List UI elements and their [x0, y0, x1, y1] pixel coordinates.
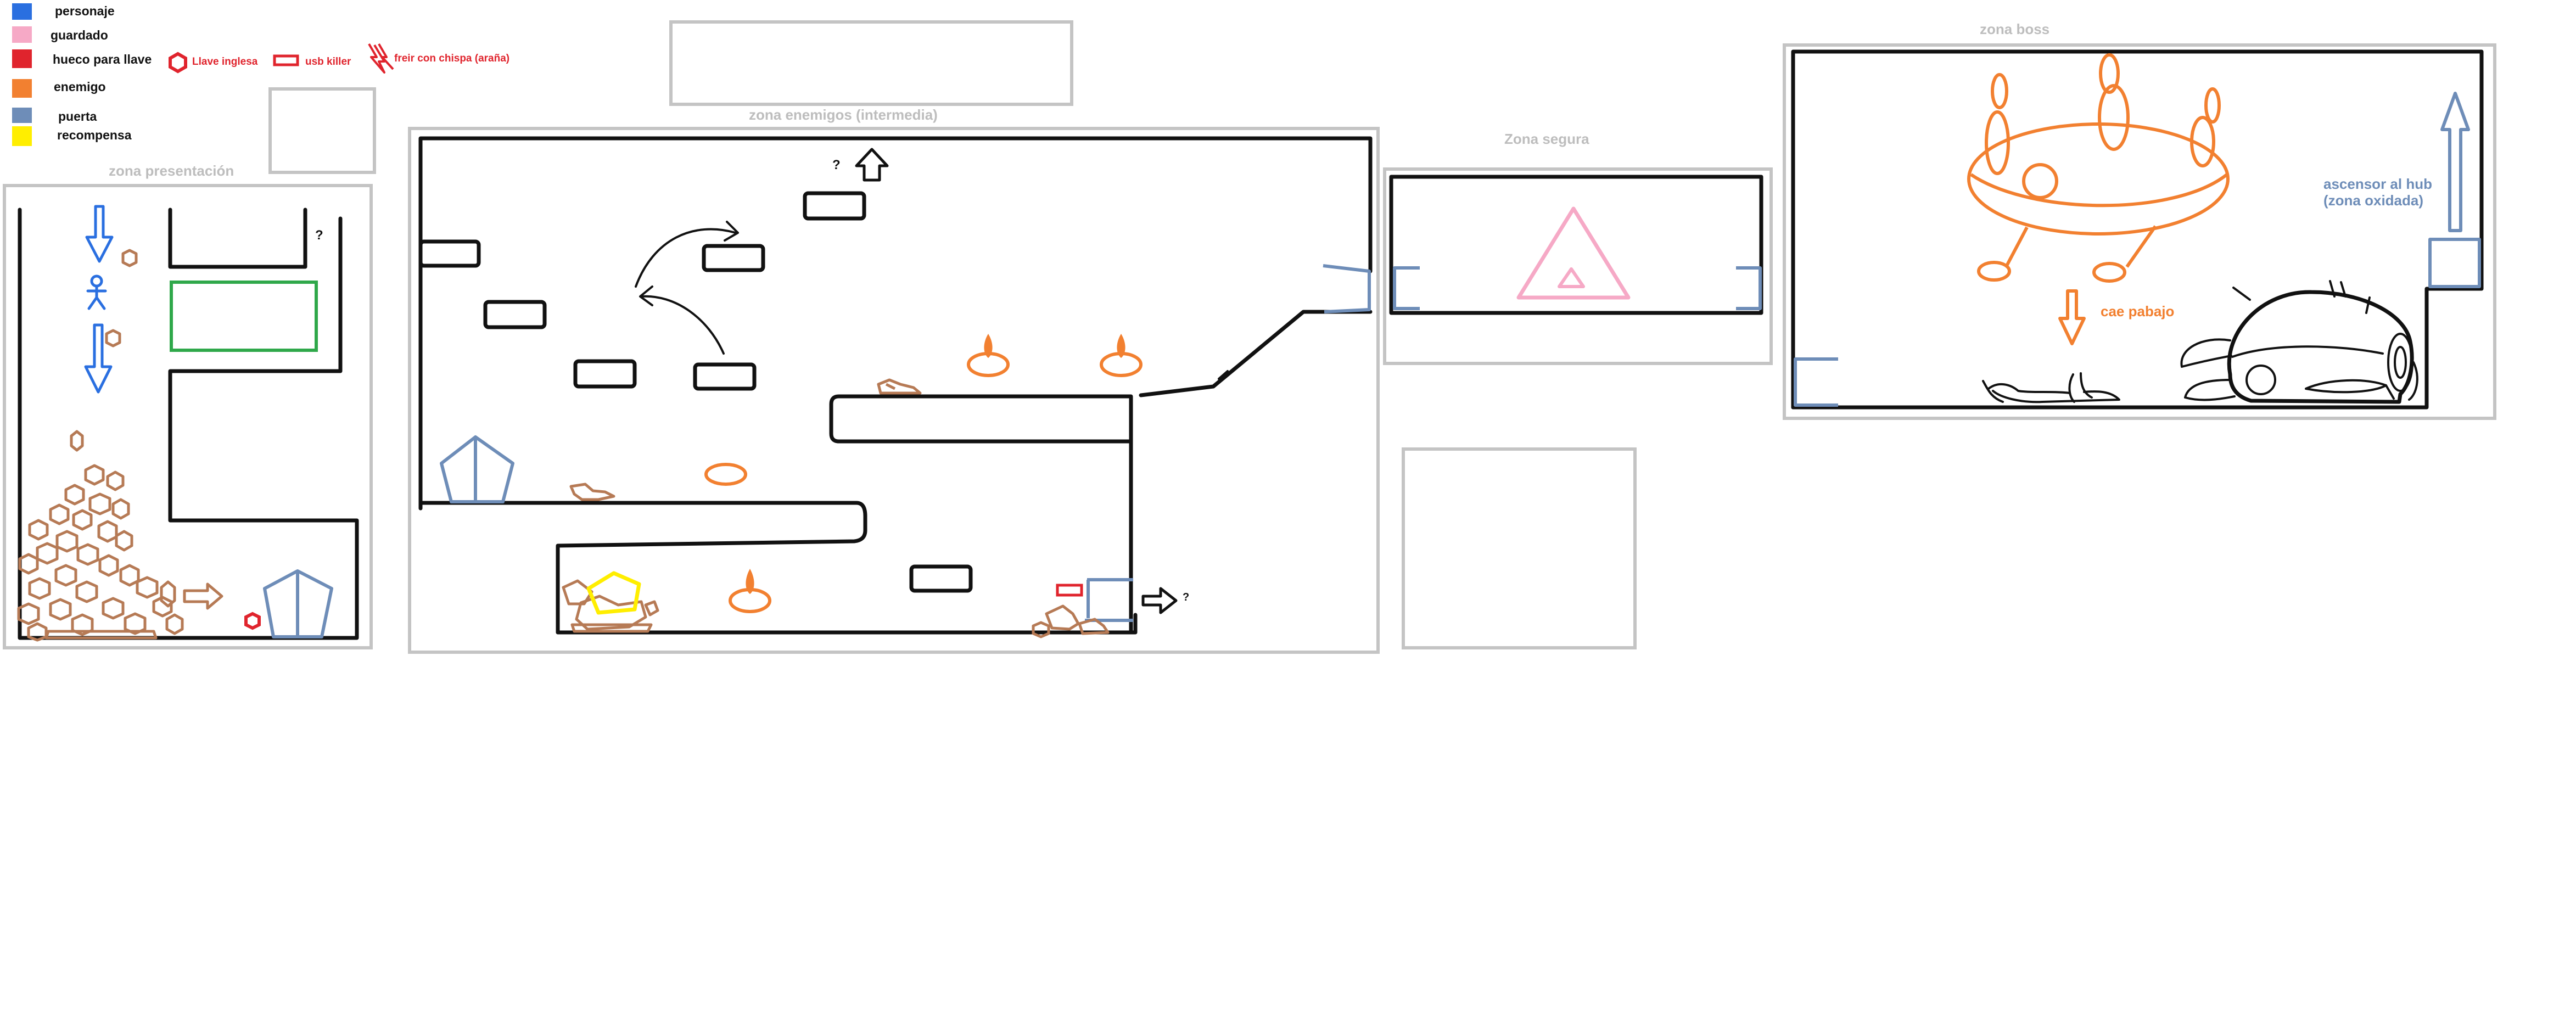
legend-label-enemigo: enemigo	[54, 80, 106, 94]
rock	[1033, 623, 1049, 637]
enemy-ring	[706, 464, 746, 484]
door	[441, 437, 513, 502]
platform	[485, 302, 545, 327]
room-walls-enemigos	[421, 138, 1370, 508]
rock	[107, 330, 120, 346]
room-wall-right-column	[831, 396, 1131, 631]
up-arrow-icon	[856, 149, 887, 180]
elevator-label: ascensor al hub	[2323, 176, 2432, 192]
rock-debris	[1983, 373, 2119, 402]
zone-box-presentacion	[4, 186, 371, 648]
reward-area	[563, 573, 658, 631]
legend-swatch-puerta	[12, 108, 32, 123]
usb-icon	[1057, 585, 1082, 595]
zone-title-boss: zona boss	[1980, 21, 2049, 37]
spark-icon	[369, 44, 393, 72]
legend-key-llave-inglesa: Llave inglesa	[192, 56, 258, 68]
question-mark: ?	[1183, 591, 1189, 603]
room-wall-lower	[421, 503, 1135, 632]
platform	[805, 193, 864, 218]
legend-swatch-personaje	[12, 3, 32, 20]
rock-debris	[878, 380, 920, 393]
flame-enemy	[1101, 334, 1141, 376]
empty-room-box-top	[671, 22, 1072, 104]
rock-debris	[1046, 606, 1078, 629]
door	[1395, 268, 1420, 309]
shaft-walls	[170, 210, 305, 267]
legend-label-puerta: puerta	[58, 109, 97, 124]
zone-segura: Zona segura	[1385, 131, 1771, 363]
zone-title-presentacion: zona presentación	[109, 162, 234, 179]
right-arrow-icon	[184, 584, 222, 608]
legend-label-personaje: personaje	[55, 4, 115, 18]
zone-title-segura: Zona segura	[1504, 131, 1589, 147]
legend: personaje guardado hueco para llave Llav…	[12, 3, 509, 146]
door	[1736, 268, 1760, 309]
up-arrow-icon	[2442, 93, 2468, 231]
save-point	[1519, 209, 1628, 298]
zone-presentacion: zona presentación ?	[4, 162, 371, 648]
question-mark: ?	[832, 158, 841, 172]
flame-enemy	[968, 334, 1008, 376]
jump-arrow-icon	[641, 296, 724, 354]
down-arrow-icon	[2060, 291, 2084, 344]
ramp-wall	[1141, 312, 1370, 395]
zone-box-enemigos	[410, 128, 1378, 652]
legend-swatch-hueco	[12, 49, 32, 68]
flame-enemy	[730, 569, 770, 612]
legend-key-usb-killer: usb killer	[305, 56, 351, 68]
down-arrow-icon	[87, 206, 112, 261]
player-character	[88, 276, 105, 309]
zone-title-enemigos: zona enemigos (intermedia)	[749, 107, 938, 123]
legend-swatch-guardado	[12, 26, 32, 43]
elevator-door	[2430, 239, 2479, 287]
elevator-sublabel: (zona oxidada)	[2323, 192, 2423, 209]
platform	[695, 365, 754, 389]
empty-room-box	[270, 89, 374, 172]
door	[1323, 266, 1369, 312]
flying-boss	[1969, 55, 2228, 281]
legend-swatch-recompensa	[12, 126, 32, 146]
zone-enemigos: zona enemigos (intermedia) ?	[410, 107, 1378, 652]
room-walls-segura	[1391, 177, 1761, 313]
legend-label-hueco: hueco para llave	[53, 52, 152, 66]
legend-label-recompensa: recompensa	[57, 128, 132, 142]
trigger-area	[171, 282, 316, 350]
fall-label: cae pabajo	[2101, 303, 2174, 320]
zone-box-segura	[1385, 169, 1771, 363]
legend-swatch-enemigo	[12, 79, 32, 98]
reward-pentagon	[589, 573, 639, 613]
platform	[575, 361, 635, 386]
rock-debris	[571, 484, 614, 500]
room-walls-boss	[1793, 52, 2482, 407]
question-mark: ?	[315, 228, 323, 243]
door	[265, 571, 332, 637]
legend-label-guardado: guardado	[51, 28, 108, 42]
empty-room-box-bottom	[1403, 449, 1635, 648]
platform	[704, 246, 763, 270]
platform	[911, 567, 971, 591]
zone-boss: zona boss cae pabajo	[1784, 21, 2495, 418]
door	[1085, 580, 1133, 620]
door	[1795, 359, 1838, 405]
right-arrow-icon	[1143, 589, 1176, 613]
rock-pile	[19, 466, 182, 640]
legend-key-freir: freir con chispa (araña)	[394, 53, 509, 64]
rock	[123, 250, 136, 266]
rock	[71, 431, 82, 450]
hexagon-icon	[246, 614, 259, 628]
usb-icon	[275, 56, 298, 65]
crashed-robot	[2181, 281, 2417, 402]
hexagon-icon	[170, 54, 186, 71]
platform	[421, 242, 479, 266]
